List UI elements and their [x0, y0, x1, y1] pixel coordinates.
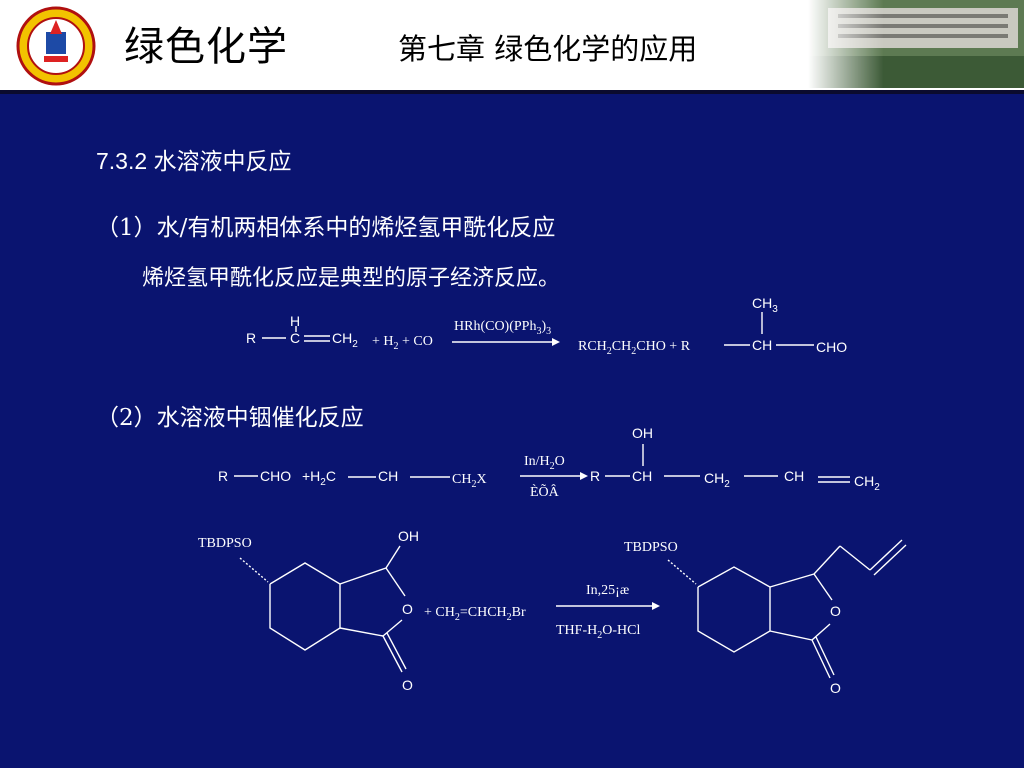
svg-text:CH: CH	[632, 468, 652, 484]
svg-text:CH2: CH2	[332, 330, 358, 350]
svg-text:RCH2CH2CHO + R: RCH2CH2CHO + R	[578, 339, 691, 357]
header-divider	[0, 90, 1024, 94]
chapter-title: 第七章 绿色化学的应用	[398, 32, 698, 66]
item2-title: （2）水溶液中铟催化反应	[96, 405, 364, 431]
svg-text:HRh(CO)(PPh3)3: HRh(CO)(PPh3)3	[454, 319, 551, 337]
page-title: 绿色化学	[124, 24, 288, 70]
university-logo-icon	[16, 6, 96, 86]
svg-text:OH: OH	[632, 425, 653, 441]
svg-text:CH2X: CH2X	[452, 472, 487, 490]
svg-text:O: O	[402, 601, 413, 617]
svg-text:+ H2 + CO: + H2 + CO	[372, 334, 433, 352]
svg-text:TBDPSO: TBDPSO	[624, 540, 678, 555]
section-heading: 7.3.2 水溶液中反应	[96, 148, 292, 174]
svg-text:CHO: CHO	[816, 339, 847, 355]
svg-text:+H2C: +H2C	[302, 468, 336, 488]
item1-title: （1）水/有机两相体系中的烯烃氢甲酰化反应	[96, 215, 556, 241]
svg-text:CHO: CHO	[260, 468, 291, 484]
svg-text:CH: CH	[378, 468, 398, 484]
svg-text:OH: OH	[398, 528, 419, 544]
svg-text:+ CH2=CHCH2Br: + CH2=CHCH2Br	[424, 605, 526, 623]
svg-text:CH3: CH3	[752, 295, 778, 315]
svg-text:In,25¡æ: In,25¡æ	[586, 583, 629, 598]
svg-text:O: O	[402, 677, 413, 693]
svg-text:O: O	[830, 603, 841, 619]
svg-text:R: R	[590, 468, 600, 484]
svg-text:CH: CH	[752, 337, 772, 353]
svg-text:C: C	[290, 330, 300, 346]
svg-text:ÈÕÂ: ÈÕÂ	[530, 483, 560, 500]
header-bar: 绿色化学 第七章 绿色化学的应用	[0, 0, 1024, 90]
svg-text:O: O	[830, 680, 841, 696]
item1-text: 烯烃氢甲酰化反应是典型的原子经济反应。	[142, 266, 561, 291]
svg-text:TBDPSO: TBDPSO	[198, 536, 252, 551]
svg-text:R: R	[246, 330, 256, 346]
svg-text:In/H2O: In/H2O	[524, 454, 565, 472]
svg-text:CH2: CH2	[854, 473, 880, 493]
slide-background	[0, 94, 1024, 768]
svg-text:THF-H2O-HCl: THF-H2O-HCl	[556, 623, 640, 641]
svg-text:R: R	[218, 468, 228, 484]
svg-text:CH: CH	[784, 468, 804, 484]
svg-text:H: H	[290, 313, 300, 329]
svg-text:CH2: CH2	[704, 470, 730, 490]
campus-photo-icon	[808, 0, 1024, 88]
